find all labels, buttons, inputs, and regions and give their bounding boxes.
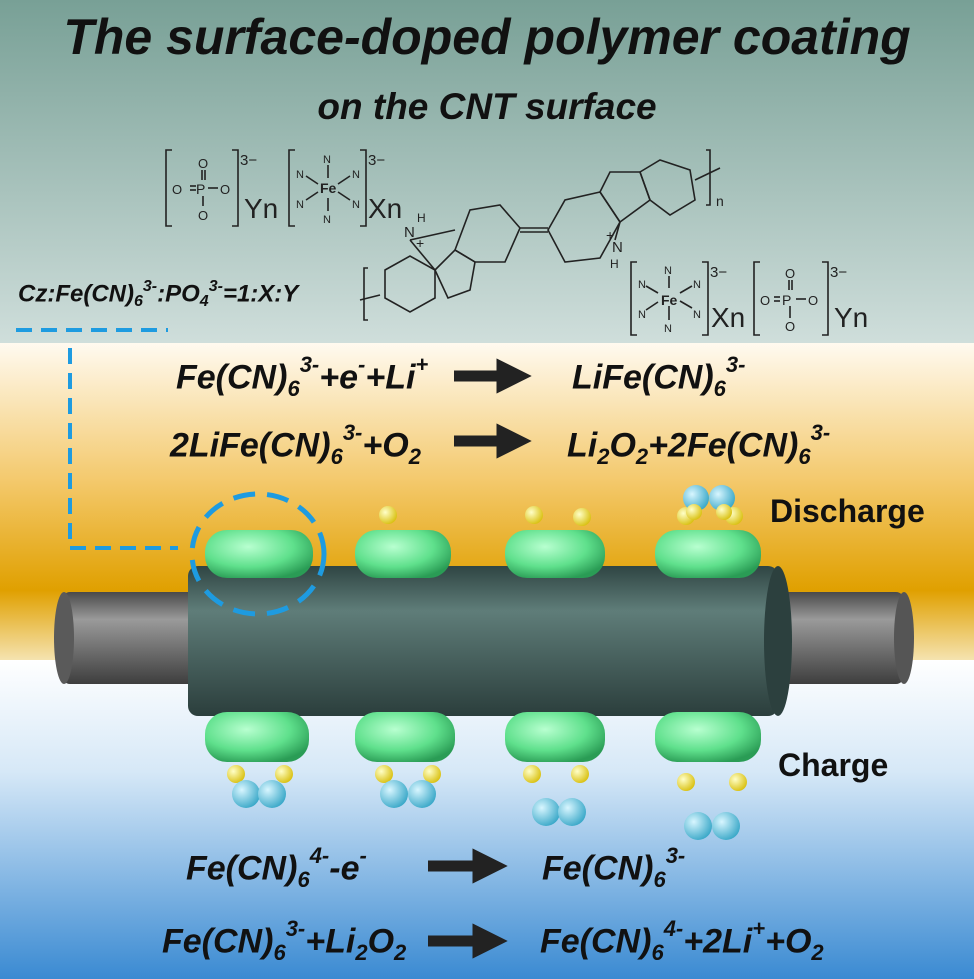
ferricyanide-bottom-n-ur: N xyxy=(693,279,701,291)
phosphate-o-top-label: O xyxy=(198,156,208,171)
phosphate-bottom-yn: Yn xyxy=(834,302,868,333)
composition-ratio: Cz:Fe(CN)63-:PO43-=1:X:Y xyxy=(18,278,299,311)
ferricyanide-bottom-n-top: N xyxy=(664,265,672,277)
polymer-n-subscript: n xyxy=(716,193,724,209)
charge-eq1-reactants: Fe(CN)64--e- xyxy=(186,843,367,893)
charge-eq2-reactants: Fe(CN)63-+Li2O2 xyxy=(162,916,407,966)
discharge-eq2-reactants: 2LiFe(CN)63-+O2 xyxy=(170,420,421,470)
carbazole-plus-right: + xyxy=(606,227,614,243)
phosphate-charge-label: 3− xyxy=(240,152,257,169)
top-dopant-sites xyxy=(205,530,761,578)
diagram-subtitle: on the CNT surface xyxy=(317,86,657,127)
ferricyanide-n-lower-right: N xyxy=(352,199,360,211)
discharge-eq1-products: LiFe(CN)63- xyxy=(572,352,746,402)
charge-products xyxy=(227,765,747,840)
ferricyanide-charge-label: 3− xyxy=(368,152,385,169)
phosphate-o-bottom-label: O xyxy=(198,208,208,223)
ferricyanide-n-upper-left: N xyxy=(296,169,304,181)
discharge-products xyxy=(379,485,743,526)
ferricyanide-n-top: N xyxy=(323,154,331,166)
ferricyanide-bottom-n-ll: N xyxy=(638,309,646,321)
ferricyanide-bottom-charge: 3− xyxy=(710,264,727,281)
phosphate-bottom-charge: 3− xyxy=(830,264,847,281)
phosphate-o-left-label: O xyxy=(172,182,182,197)
carbazole-n-left: N xyxy=(404,224,415,241)
charge-eq1-products: Fe(CN)63- xyxy=(542,843,686,893)
carbazole-h-right: H xyxy=(610,257,619,271)
charge-eq2-products: Fe(CN)64-+2Li++O2 xyxy=(540,916,824,966)
discharge-eq1-reactants: Fe(CN)63-+e-+Li+ xyxy=(176,352,429,402)
phosphate-bottom-o-right: O xyxy=(808,293,818,308)
charge-label: Charge xyxy=(778,747,889,783)
ratio-connector xyxy=(16,328,178,550)
phosphate-bottom-p: P xyxy=(782,292,791,308)
ferricyanide-bottom-n-bottom: N xyxy=(664,323,672,335)
bottom-dopant-sites xyxy=(205,712,761,762)
phosphate-bottom-o-bottom: O xyxy=(785,319,795,334)
ferricyanide-fe-label: Fe xyxy=(320,180,337,196)
ferricyanide-bottom-fe-label: Fe xyxy=(661,292,678,308)
phosphate-bottom-o-left: O xyxy=(760,293,770,308)
carbazole-n-right: N xyxy=(612,239,623,256)
discharge-eq2-products: Li2O2+2Fe(CN)63- xyxy=(567,420,831,470)
diagram-title: The surface-doped polymer coating xyxy=(63,9,911,65)
discharge-label: Discharge xyxy=(770,493,925,529)
polymer-coating-layer xyxy=(188,566,792,716)
reaction-arrows xyxy=(428,358,532,959)
top-panel-background xyxy=(0,0,974,343)
phosphate-p-label: P xyxy=(196,181,205,197)
structure-atom-labels: P O O O O 3− Yn Fe N N N N N N 3− Xn N H… xyxy=(172,152,868,335)
ferricyanide-n-lower-left: N xyxy=(296,199,304,211)
phosphate-yn-label: Yn xyxy=(244,193,278,224)
ferricyanide-bottom-n-ul: N xyxy=(638,279,646,291)
ferricyanide-xn-label: Xn xyxy=(368,193,402,224)
highlight-circle xyxy=(189,491,327,617)
polymer-structure xyxy=(165,149,829,336)
carbazole-h-left: H xyxy=(417,211,426,225)
phosphate-bottom-o-top: O xyxy=(785,266,795,281)
ferricyanide-bottom-n-lr: N xyxy=(693,309,701,321)
phosphate-o-right-label: O xyxy=(220,182,230,197)
ferricyanide-n-upper-right: N xyxy=(352,169,360,181)
carbazole-plus-left: + xyxy=(416,235,424,251)
ferricyanide-n-bottom: N xyxy=(323,214,331,226)
ferricyanide-bottom-xn: Xn xyxy=(711,302,745,333)
